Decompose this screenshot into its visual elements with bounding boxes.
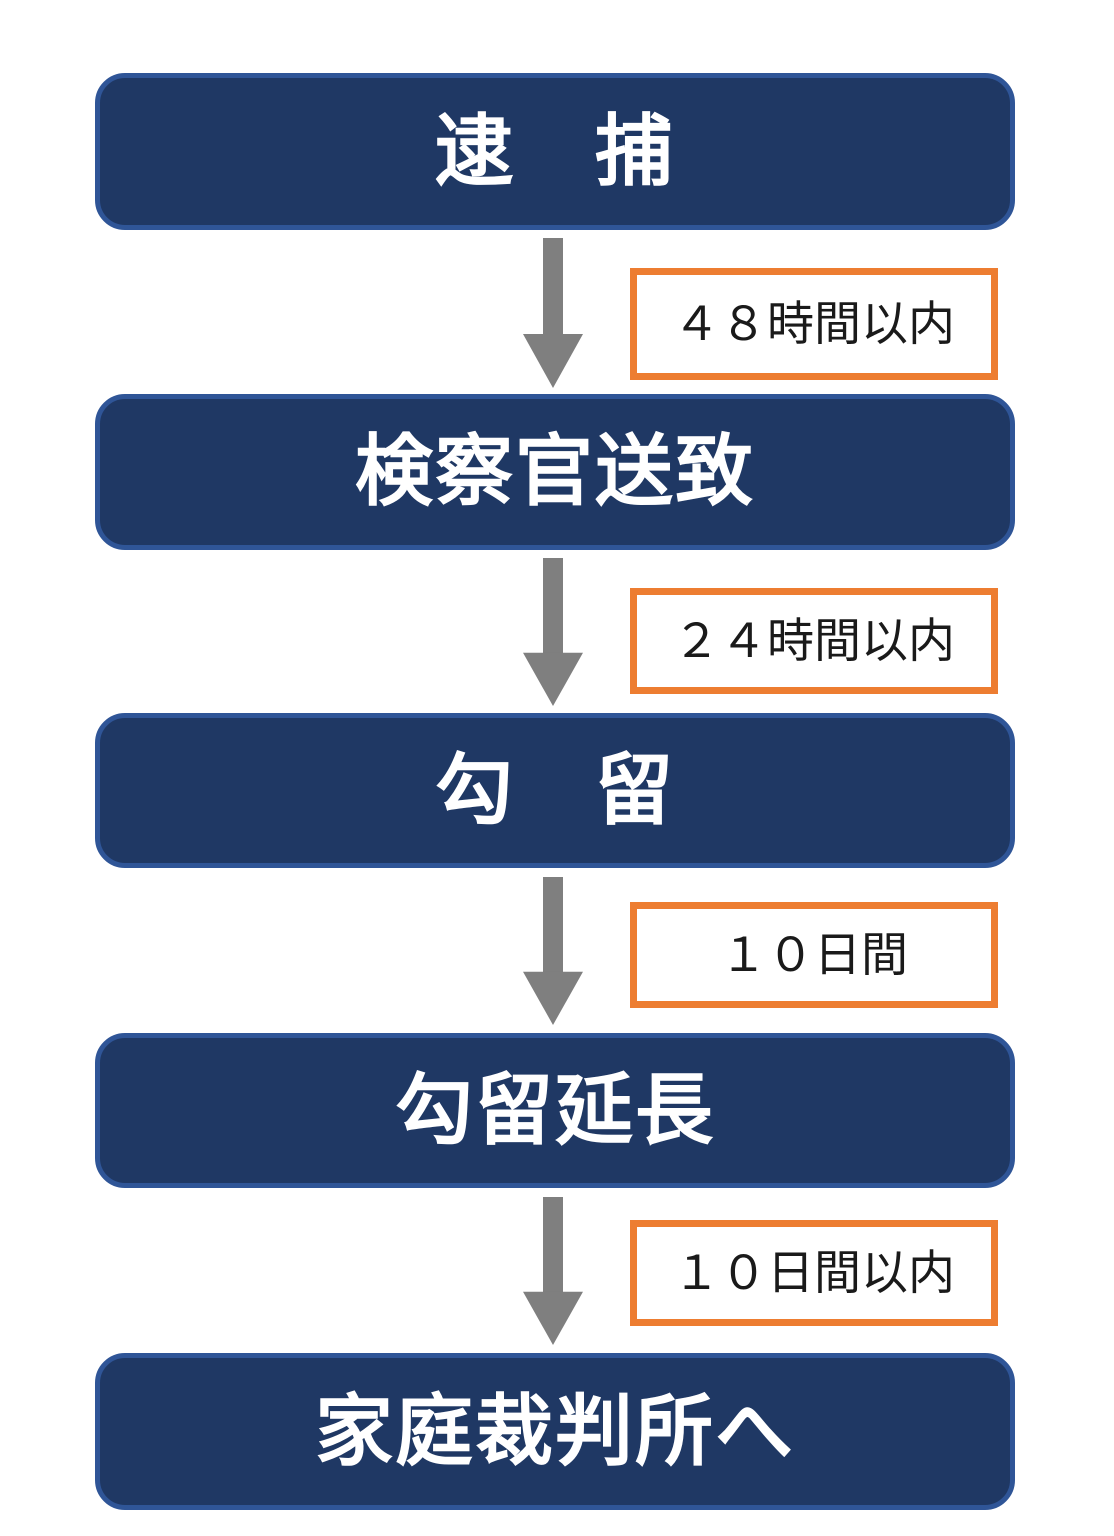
down-arrow-icon [523, 558, 583, 706]
duration-label: １０日間 [720, 927, 908, 983]
duration-box-48-hours: ４８時間以内 [630, 268, 998, 380]
duration-label: １０日間以内 [673, 1245, 955, 1301]
duration-box-10-days-limit: １０日間以内 [630, 1220, 998, 1326]
stage-box-family-court: 家庭裁判所へ [95, 1353, 1015, 1510]
duration-box-10-days: １０日間 [630, 902, 998, 1008]
stage-box-arrest: 逮 捕 [95, 73, 1015, 230]
stage-label-referral-to-prosecutor: 検察官送致 [354, 427, 755, 517]
stage-box-detention-extension: 勾留延長 [95, 1033, 1015, 1188]
duration-label: ４８時間以内 [673, 296, 955, 352]
down-arrow-icon [523, 1197, 583, 1345]
stage-label-family-court: 家庭裁判所へ [314, 1386, 795, 1477]
stage-box-detention: 勾 留 [95, 713, 1015, 868]
stage-box-referral-to-prosecutor: 検察官送致 [95, 394, 1015, 550]
down-arrow-icon [523, 238, 583, 388]
down-arrow-icon [523, 877, 583, 1025]
duration-box-24-hours: ２４時間以内 [630, 588, 998, 694]
stage-label-detention-extension: 勾留延長 [394, 1065, 715, 1156]
stage-label-detention: 勾 留 [434, 745, 675, 836]
duration-label: ２４時間以内 [673, 613, 955, 669]
stage-label-arrest: 逮 捕 [434, 106, 675, 197]
